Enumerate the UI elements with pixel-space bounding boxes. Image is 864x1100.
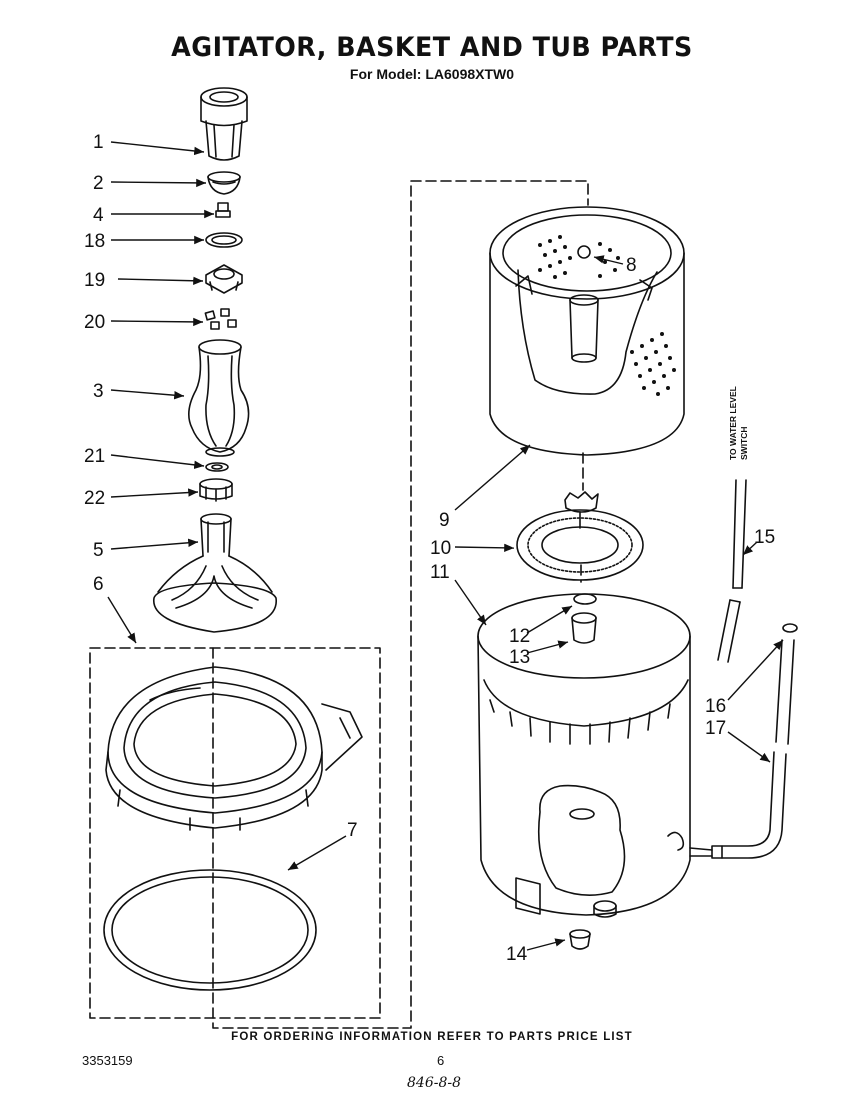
leader-2 xyxy=(110,178,207,188)
part-4-screw xyxy=(215,202,231,218)
page-number: 6 xyxy=(437,1053,445,1068)
leader-14 xyxy=(526,938,566,951)
leader-22 xyxy=(110,488,199,498)
part-3-agitator-barrel xyxy=(188,339,250,457)
callout-1: 1 xyxy=(93,132,104,153)
leader-5 xyxy=(110,538,199,550)
callout-7: 7 xyxy=(347,820,358,841)
leader-11 xyxy=(454,579,487,626)
part-22-spline-drive xyxy=(199,478,233,502)
doc-number: 3353159 xyxy=(82,1053,133,1068)
callout-20: 20 xyxy=(84,312,105,333)
leader-19 xyxy=(117,276,204,285)
callout-19: 19 xyxy=(84,270,105,291)
left-dashed-box xyxy=(89,647,381,1019)
leader-21 xyxy=(110,454,205,470)
part-9-basket xyxy=(489,206,685,456)
callout-18: 18 xyxy=(84,231,105,252)
callout-2: 2 xyxy=(93,173,104,194)
part-16-clamp xyxy=(782,623,798,633)
leader-16 xyxy=(727,639,784,701)
part-21-seal xyxy=(205,462,229,472)
part-14-plug xyxy=(569,929,591,950)
part-18-o-ring xyxy=(205,232,243,248)
model-subtitle: For Model: LA6098XTW0 xyxy=(349,66,515,82)
page-title: AGITATOR, BASKET AND TUB PARTS xyxy=(171,32,693,63)
part-6-tub-ring xyxy=(105,666,363,831)
leader-8 xyxy=(593,255,624,265)
part-17-hose xyxy=(667,639,795,859)
leader-10 xyxy=(454,543,515,553)
leader-12 xyxy=(526,605,573,634)
water-level-label-line2: SWITCH xyxy=(739,426,749,460)
callout-17: 17 xyxy=(705,718,726,739)
callout-6: 6 xyxy=(93,574,104,595)
callout-22: 22 xyxy=(84,488,105,509)
callout-8: 8 xyxy=(626,255,637,276)
leader-15 xyxy=(742,541,758,556)
part-19-ratchet xyxy=(205,264,243,294)
callout-9: 9 xyxy=(439,510,450,531)
leader-20 xyxy=(110,317,204,327)
leader-9 xyxy=(454,444,531,511)
callout-13: 13 xyxy=(509,647,530,668)
connector-dashed-path xyxy=(212,180,589,1029)
callout-11: 11 xyxy=(430,562,450,583)
leader-3 xyxy=(110,389,185,400)
part-7-seal-ring xyxy=(103,869,317,991)
part-2-cam xyxy=(207,171,241,195)
leader-6 xyxy=(107,596,137,644)
callout-3: 3 xyxy=(93,381,104,402)
part-20-dogs xyxy=(204,308,237,330)
part-15-hose xyxy=(717,479,747,663)
basket-holes xyxy=(538,235,676,396)
ordering-note: FOR ORDERING INFORMATION REFER TO PARTS … xyxy=(231,1031,633,1043)
callout-4: 4 xyxy=(93,205,104,226)
callout-16: 16 xyxy=(705,696,726,717)
leader-17 xyxy=(727,731,771,763)
callout-14: 14 xyxy=(506,944,528,965)
handwritten-note: 846-8-8 xyxy=(407,1075,461,1091)
part-1-agitator-cap xyxy=(200,87,248,161)
water-level-label-line1: TO WATER LEVEL xyxy=(728,386,738,460)
leader-1 xyxy=(110,141,205,156)
part-10-hub xyxy=(516,491,644,581)
callout-21: 21 xyxy=(84,446,105,467)
callout-12: 12 xyxy=(509,626,530,647)
callout-5: 5 xyxy=(93,540,104,561)
leader-7 xyxy=(287,835,347,871)
part-5-agitator-base xyxy=(153,513,277,633)
callout-15: 15 xyxy=(754,527,775,548)
callout-10: 10 xyxy=(430,538,451,559)
part-13-nut xyxy=(571,612,597,644)
leader-13 xyxy=(526,640,569,654)
part-12-clip xyxy=(573,593,597,605)
